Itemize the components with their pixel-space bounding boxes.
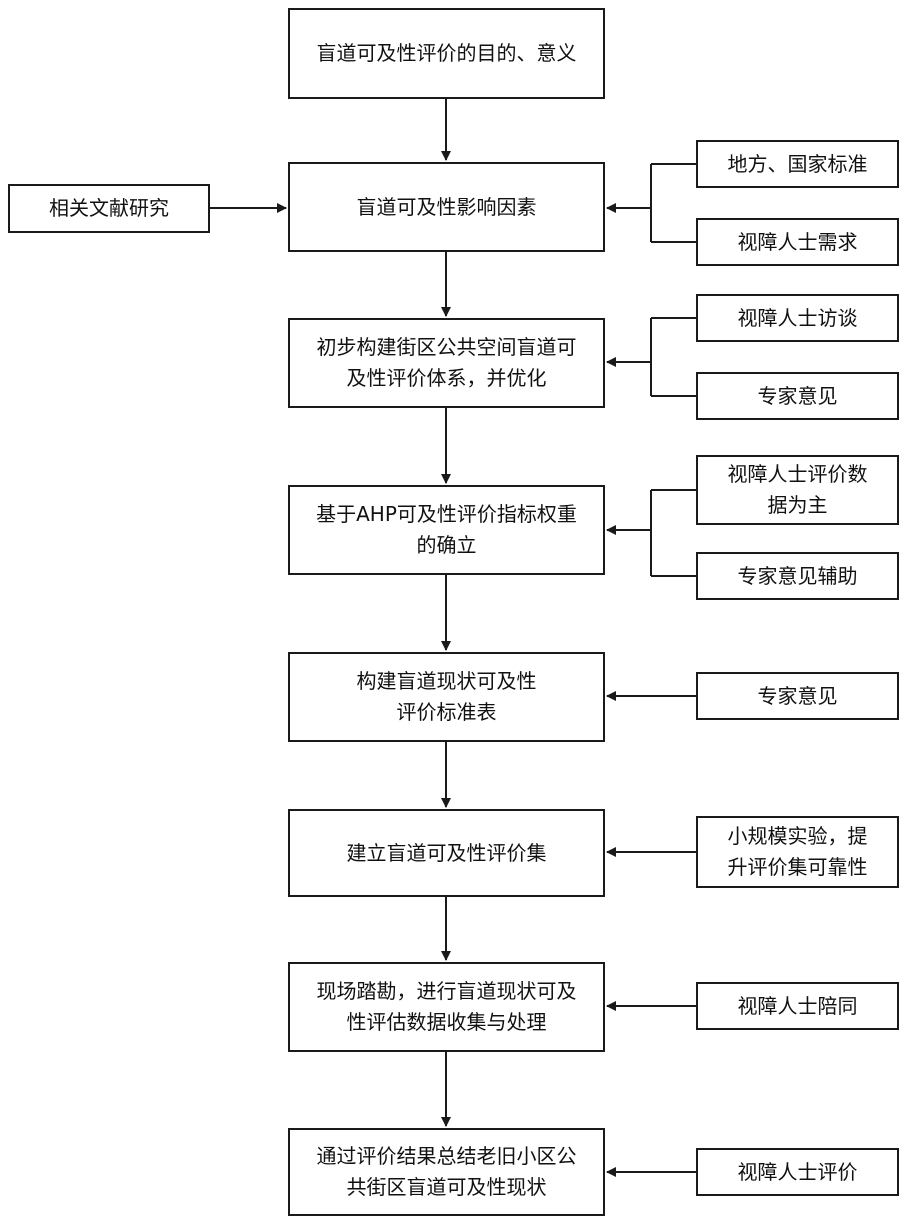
input-literature-research: 相关文献研究 [8,184,210,233]
input-vi-interview-label: 视障人士访谈 [737,305,858,330]
step-standard-line-2: 评价标准表 [396,700,497,724]
step-summary-line-1: 通过评价结果总结老旧小区公 [316,1144,577,1168]
step-set-line-1: 建立盲道可及性评价集 [346,840,547,865]
step-standard-line-1: 构建盲道现状可及性 [356,669,537,693]
step-ahp: 基于AHP可及性评价指标权重 的确立 [288,485,605,575]
input-expert-opinion-2: 专家意见 [696,672,899,720]
input-vi-accompany-label: 视障人士陪同 [737,993,858,1018]
input-vi-interview: 视障人士访谈 [696,294,899,342]
input-vi-accompany: 视障人士陪同 [696,982,899,1030]
step-system-line-2: 及性评价体系，并优化 [346,366,547,390]
input-small-experiment: 小规模实验，提 升评价集可靠性 [696,816,899,888]
input-small-experiment-line-2: 升评价集可靠性 [727,855,868,879]
step-factors: 盲道可及性影响因素 [288,162,605,252]
input-small-experiment-line-1: 小规模实验，提 [727,824,868,848]
step-summary-line-2: 共街区盲道可及性现状 [346,1175,547,1199]
input-expert-aid-label: 专家意见辅助 [737,563,858,588]
step-system-line-1: 初步构建街区公共空间盲道可 [316,335,577,359]
input-expert-opinion-1-label: 专家意见 [757,383,838,408]
step-survey-line-2: 性评估数据收集与处理 [346,1010,547,1034]
input-vi-evaluation-data-line-1: 视障人士评价数 [727,462,868,486]
step-ahp-line-1: 基于AHP可及性评价指标权重 [316,502,577,526]
input-vi-evaluation: 视障人士评价 [696,1148,899,1196]
step-purpose: 盲道可及性评价的目的、意义 [288,8,605,99]
input-vi-needs-label: 视障人士需求 [737,229,858,254]
input-literature-research-label: 相关文献研究 [49,196,169,220]
step-survey-line-1: 现场踏勘，进行盲道现状可及 [316,979,577,1003]
input-standards: 地方、国家标准 [696,140,899,188]
step-survey: 现场踏勘，进行盲道现状可及 性评估数据收集与处理 [288,962,605,1052]
step-summary: 通过评价结果总结老旧小区公 共街区盲道可及性现状 [288,1128,605,1216]
input-standards-label: 地方、国家标准 [727,151,868,176]
step-factors-line-1: 盲道可及性影响因素 [356,194,537,219]
input-vi-needs: 视障人士需求 [696,218,899,266]
step-system: 初步构建街区公共空间盲道可 及性评价体系，并优化 [288,318,605,408]
input-vi-evaluation-label: 视障人士评价 [737,1159,858,1184]
step-set: 建立盲道可及性评价集 [288,809,605,897]
input-expert-opinion-2-label: 专家意见 [757,683,838,708]
step-purpose-line-1: 盲道可及性评价的目的、意义 [316,41,577,65]
input-vi-evaluation-data-line-2: 据为主 [767,493,828,517]
step-standard: 构建盲道现状可及性 评价标准表 [288,652,605,742]
input-vi-evaluation-data: 视障人士评价数 据为主 [696,455,899,525]
input-expert-aid: 专家意见辅助 [696,552,899,600]
input-expert-opinion-1: 专家意见 [696,372,899,420]
step-ahp-line-2: 的确立 [416,533,477,557]
